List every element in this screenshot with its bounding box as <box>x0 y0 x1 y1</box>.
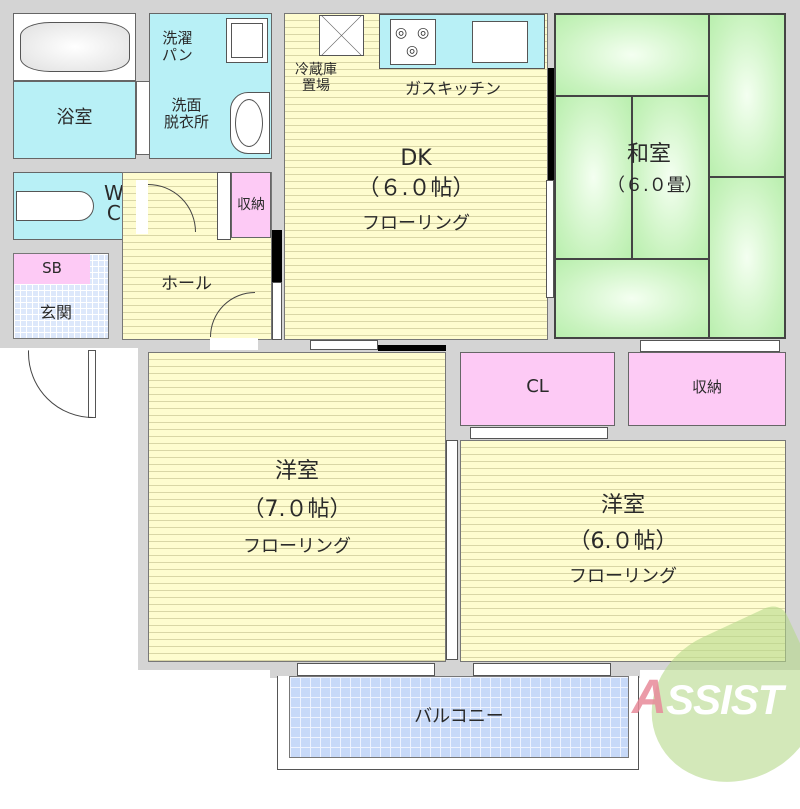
dk-floor: フローリング <box>362 213 470 234</box>
balcony-window-1[interactable] <box>297 663 435 676</box>
hall-door-bottom[interactable] <box>210 338 258 350</box>
partition-door[interactable] <box>446 440 458 660</box>
closet-label: CL <box>526 376 549 397</box>
room-storage-washitsu: 収納 <box>628 352 786 426</box>
dk-window-left <box>272 230 282 282</box>
washitsu-storage-door[interactable] <box>640 340 780 352</box>
room-entrance: SB 玄関 <box>13 253 109 339</box>
fridge-label: 冷蔵庫 置場 <box>295 62 337 95</box>
western2-size: （6.０帖） <box>568 529 678 554</box>
laundry-label: 洗濯 パン <box>162 29 193 65</box>
tatami-1 <box>555 14 709 96</box>
washbasin-icon <box>230 92 270 154</box>
washitsu-size: （６.０畳） <box>607 175 703 196</box>
shoebox: SB <box>14 254 90 284</box>
western1-floor: フローリング <box>243 536 351 557</box>
gas-stove-icon: ◎◎◎ <box>390 19 436 65</box>
western1-name: 洋室 <box>274 459 319 484</box>
room-western-1: 洋室 （7.０帖） フローリング <box>148 352 446 662</box>
logo-text: SSIST <box>666 676 783 723</box>
room-bath: 浴室 <box>13 81 136 159</box>
dk-partition-right <box>548 68 556 180</box>
entrance-label: 玄関 <box>40 303 73 322</box>
shoebox-label: SB <box>42 259 62 277</box>
hall-label: ホール <box>161 274 212 294</box>
hall-storage-door[interactable] <box>217 172 231 240</box>
tatami-5 <box>709 177 785 338</box>
closet-door[interactable] <box>470 427 608 439</box>
room-storage-hall: 収納 <box>231 172 271 238</box>
wc-label: W C <box>104 181 124 225</box>
balcony-label: バルコニー <box>414 706 504 727</box>
sink-icon <box>472 21 528 63</box>
bathtub-icon <box>20 22 130 72</box>
bathtub-area <box>13 13 136 81</box>
tatami-6 <box>555 259 709 338</box>
logo-initial: A <box>632 671 667 724</box>
tatami-2 <box>709 14 785 177</box>
kitchen-label: ガスキッチン <box>405 79 502 98</box>
kitchen-counter: ◎◎◎ <box>379 14 545 69</box>
tatami-4 <box>632 96 709 259</box>
storage-washitsu-label: 収納 <box>691 378 722 396</box>
fridge-space-icon <box>319 15 364 56</box>
room-washroom: 洗濯 パン 洗面 脱衣所 <box>149 13 272 159</box>
assist-logo: A SSIST <box>620 601 800 809</box>
tatami-3 <box>555 96 632 259</box>
western2-floor: フローリング <box>569 566 677 587</box>
laundry-pan-icon <box>226 18 268 63</box>
dk-window-left-glass <box>272 282 282 340</box>
balcony-window-2[interactable] <box>473 663 611 676</box>
room-closet: CL <box>460 352 615 426</box>
storage-hall-label: 収納 <box>237 197 265 213</box>
dk-door-bottom-black <box>378 345 446 351</box>
room-dk: 冷蔵庫 置場 ◎◎◎ ガスキッチン DK （６.０帖） フローリング <box>284 13 548 340</box>
dk-partition-right-glass[interactable] <box>546 180 554 298</box>
room-balcony: バルコニー <box>289 676 629 758</box>
wc-door[interactable] <box>136 180 148 234</box>
bath-label: 浴室 <box>56 107 93 128</box>
toilet-icon <box>16 191 94 221</box>
western1-size: （7.０帖） <box>242 497 352 522</box>
dk-name: DK <box>400 146 432 171</box>
dk-size: （６.０帖） <box>357 176 475 201</box>
dk-door-bottom[interactable] <box>310 340 378 350</box>
washitsu-name: 和室 <box>627 142 672 167</box>
washroom-label: 洗面 脱衣所 <box>164 96 210 132</box>
room-washitsu: 和室 （６.０畳） <box>554 13 786 339</box>
western2-name: 洋室 <box>600 493 645 518</box>
room-wc: W C <box>13 172 136 240</box>
bath-door[interactable] <box>136 81 150 155</box>
